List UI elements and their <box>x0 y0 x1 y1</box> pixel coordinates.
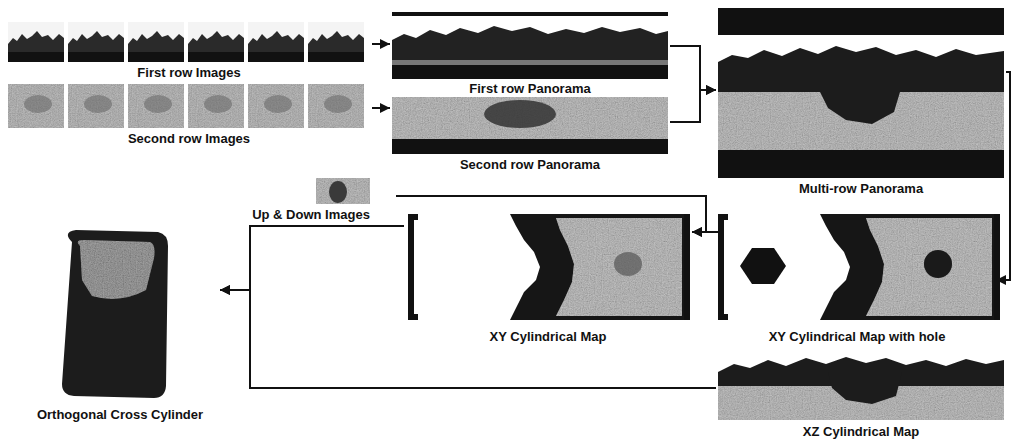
image-node: First row Images <box>6 22 372 80</box>
flow-arrow <box>670 46 716 95</box>
arrow-head <box>220 285 230 295</box>
connector-line <box>670 46 716 90</box>
flow-arrow <box>396 196 706 237</box>
caption: Up & Down Images <box>250 207 372 222</box>
connector-line <box>220 290 716 388</box>
arrow-head <box>706 85 716 95</box>
arrow-head <box>220 285 230 295</box>
flow-arrow <box>220 285 716 388</box>
caption: XY Cylindrical Map with hole <box>767 329 948 344</box>
arrow-head <box>380 39 390 49</box>
caption: Second row Images <box>126 131 252 146</box>
connector-line <box>670 90 716 122</box>
flow-arrow <box>692 227 718 237</box>
connector-line <box>996 72 1010 280</box>
caption: First row Panorama <box>467 81 592 96</box>
caption: XY Cylindrical Map <box>488 329 609 344</box>
arrow-head <box>706 85 716 95</box>
caption: XZ Cylindrical Map <box>801 424 921 439</box>
arrow-head <box>996 275 1006 285</box>
caption: First row Images <box>135 65 242 80</box>
flow-arrow <box>372 103 390 113</box>
image-node: Multi-row Panorama <box>716 6 1006 196</box>
arrow-head <box>692 227 702 237</box>
arrow-head <box>692 227 702 237</box>
caption: Second row Panorama <box>458 157 602 172</box>
image-node: XY Cylindrical Map with hole <box>718 212 996 344</box>
image-node: XZ Cylindrical Map <box>716 354 1006 439</box>
flow-arrow <box>996 72 1010 285</box>
caption: Multi-row Panorama <box>797 181 925 196</box>
flow-arrow <box>670 85 716 122</box>
image-node: Up & Down Images <box>226 176 396 222</box>
flow-arrow <box>372 39 390 49</box>
arrow-head <box>380 103 390 113</box>
caption: Orthogonal Cross Cylinder <box>35 407 205 422</box>
image-node: Second row Panorama <box>390 96 670 172</box>
flow-arrow <box>220 226 404 295</box>
image-node: Second row Images <box>6 84 372 146</box>
connector-line <box>396 196 706 232</box>
connector-line <box>220 226 404 290</box>
image-node: Orthogonal Cross Cylinder <box>20 226 220 422</box>
image-node: First row Panorama <box>390 10 670 96</box>
image-node: XY Cylindrical Map <box>404 212 692 344</box>
